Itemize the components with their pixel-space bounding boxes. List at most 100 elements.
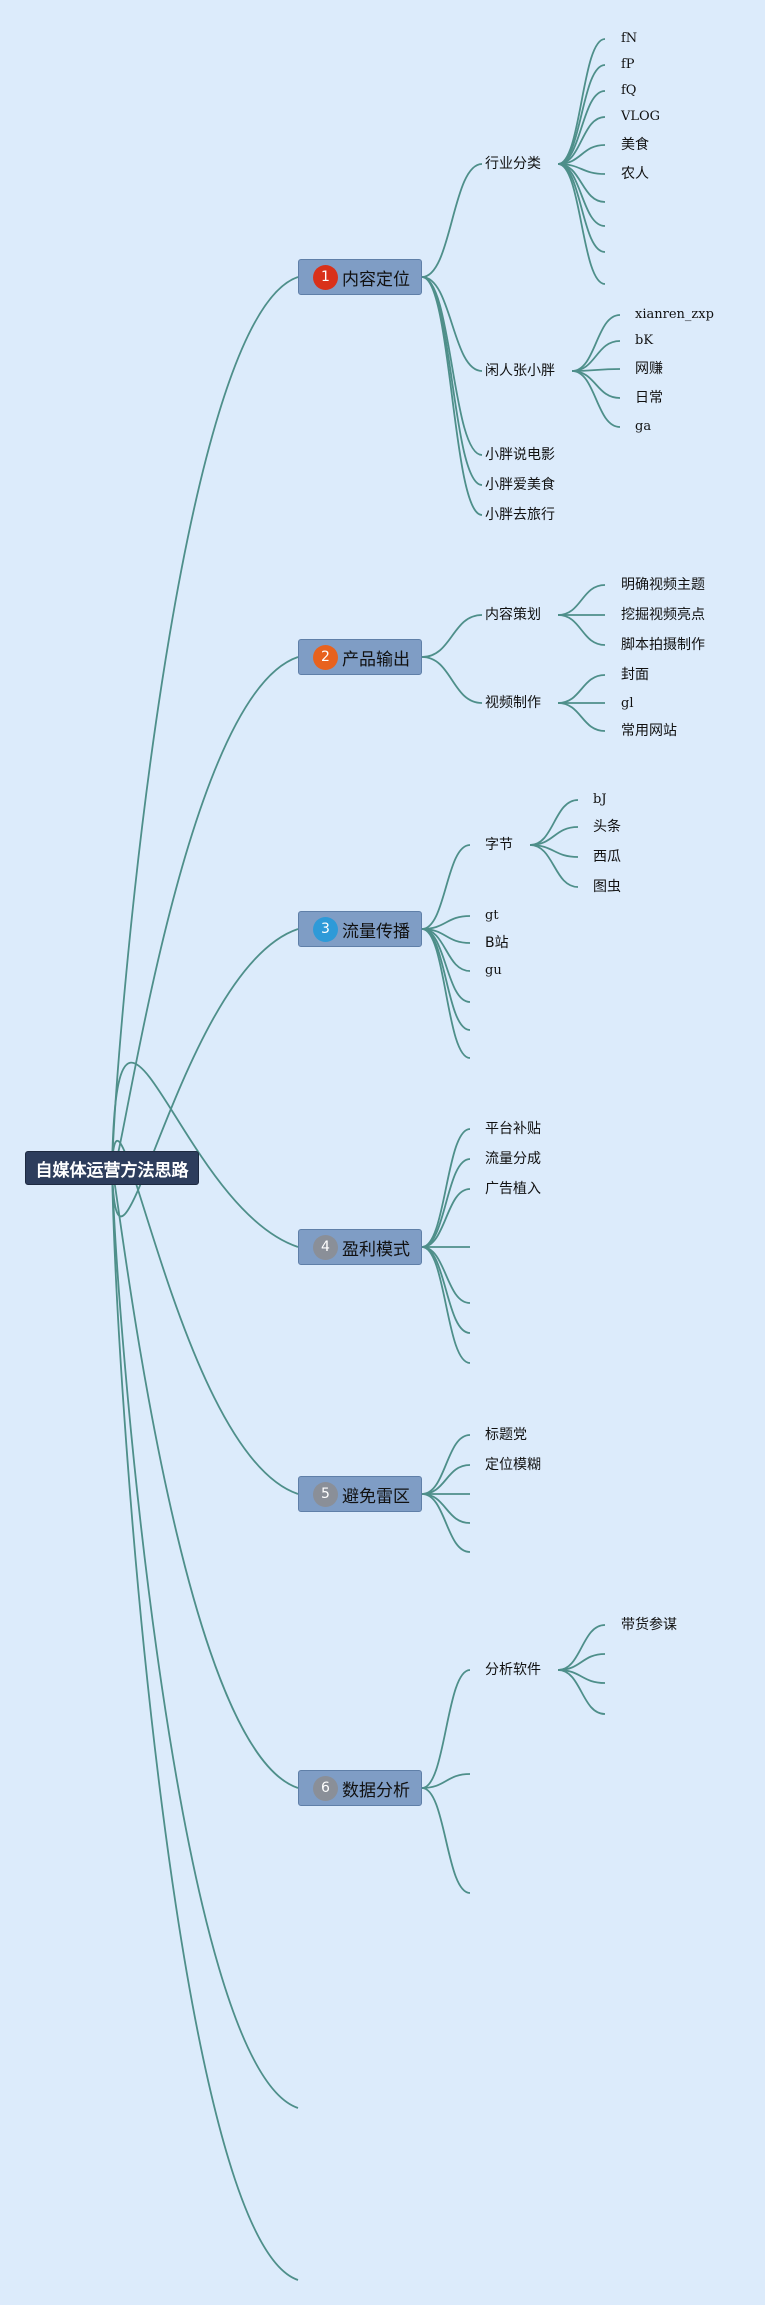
topic-zhang-xiaopang[interactable]: 闲人张小胖 xyxy=(485,363,555,379)
connector-line xyxy=(557,1669,606,1715)
leaf-item[interactable]: 明确视频主题 xyxy=(621,577,705,593)
connector-line xyxy=(557,702,606,732)
topic-content-planning[interactable]: 内容策划 xyxy=(485,607,541,623)
connector-line xyxy=(557,116,606,165)
topic-gt[interactable]: gt xyxy=(485,908,499,923)
connector-line xyxy=(421,656,483,704)
number-badge: 2 xyxy=(313,644,338,670)
leaf-item[interactable]: fQ xyxy=(621,83,637,98)
connector-line xyxy=(421,1188,471,1248)
branch-label: 避免雷区 xyxy=(342,1486,410,1507)
topic-video-production[interactable]: 视频制作 xyxy=(485,695,541,711)
branch-label: 盈利模式 xyxy=(342,1239,410,1260)
number-badge: 3 xyxy=(313,916,338,942)
leaf-item[interactable]: xianren_zxp xyxy=(635,307,714,322)
leaf-item[interactable]: bK xyxy=(635,333,654,348)
leaf-item[interactable]: 日常 xyxy=(635,390,663,406)
leaf-item[interactable]: VLOG xyxy=(621,109,661,124)
branch-content-positioning[interactable]: 1 内容定位 xyxy=(298,259,422,295)
connector-line xyxy=(421,1493,471,1524)
branch-label: 流量传播 xyxy=(342,921,410,942)
connector-line xyxy=(421,1464,471,1495)
topic-clickbait[interactable]: 标题党 xyxy=(485,1427,527,1443)
number-badge: 6 xyxy=(313,1775,338,1801)
branch-data-analysis[interactable]: 6 数据分析 xyxy=(298,1770,422,1806)
connector-line xyxy=(557,1624,606,1671)
topic-movie[interactable]: 小胖说电影 xyxy=(485,447,555,463)
connector-line xyxy=(421,276,483,516)
connector-line xyxy=(557,163,606,285)
connector-line xyxy=(421,1434,471,1495)
connector-line xyxy=(557,614,606,646)
topic-bilibili[interactable]: B站 xyxy=(485,935,509,951)
leaf-item[interactable]: 美食 xyxy=(621,137,649,153)
leaf-item[interactable]: 脚本拍摄制作 xyxy=(621,637,705,653)
branch-avoid-pitfalls[interactable]: 5 避免雷区 xyxy=(298,1476,422,1512)
connector-line xyxy=(421,614,483,658)
leaf-item[interactable]: 网赚 xyxy=(635,361,663,377)
branch-traffic-distribution[interactable]: 3 流量传播 xyxy=(298,911,422,947)
connector-line xyxy=(529,799,579,846)
leaf-item[interactable]: 封面 xyxy=(621,667,649,683)
leaf-item[interactable]: 头条 xyxy=(593,819,621,835)
leaf-item[interactable]: 西瓜 xyxy=(593,849,621,865)
root-connector xyxy=(111,1167,299,2281)
topic-gu[interactable]: gu xyxy=(485,963,502,978)
topic-bytedance[interactable]: 字节 xyxy=(485,837,513,853)
topic-analysis-software[interactable]: 分析软件 xyxy=(485,1662,541,1678)
leaf-item[interactable]: ga xyxy=(635,419,652,434)
leaf-item[interactable]: fP xyxy=(621,57,635,72)
leaf-item[interactable]: bJ xyxy=(593,792,607,807)
leaf-item[interactable]: fN xyxy=(621,31,638,46)
number-badge: 1 xyxy=(313,264,338,290)
branch-label: 产品输出 xyxy=(342,649,410,670)
connector-line xyxy=(557,674,606,704)
connector-line xyxy=(571,370,621,399)
connector-line xyxy=(421,1128,471,1248)
branch-product-output[interactable]: 2 产品输出 xyxy=(298,639,422,675)
root-connector xyxy=(111,1167,299,2109)
topic-industry-category[interactable]: 行业分类 xyxy=(485,156,541,172)
topic-platform-subsidy[interactable]: 平台补贴 xyxy=(485,1121,541,1137)
connector-line xyxy=(571,314,621,372)
root-topic[interactable]: 自媒体运营方法思路 xyxy=(25,1151,199,1185)
root-connector xyxy=(111,1061,299,1248)
connector-line xyxy=(421,1493,471,1553)
connector-line xyxy=(421,1246,471,1334)
leaf-item[interactable]: 图虫 xyxy=(593,879,621,895)
topic-ad-placement[interactable]: 广告植入 xyxy=(485,1181,541,1197)
branch-profit-model[interactable]: 4 盈利模式 xyxy=(298,1229,422,1265)
connector-line xyxy=(421,276,483,372)
connector-line xyxy=(529,826,579,846)
connector-line xyxy=(421,1246,471,1304)
connector-line xyxy=(421,1158,471,1248)
connector-line xyxy=(571,370,621,428)
leaf-item[interactable]: 带货参谋 xyxy=(621,1617,677,1633)
topic-traffic-share[interactable]: 流量分成 xyxy=(485,1151,541,1167)
connector-line xyxy=(421,928,471,1031)
number-badge: 5 xyxy=(313,1481,338,1507)
connector-line xyxy=(421,1246,471,1364)
connector-line xyxy=(421,1773,471,1789)
connector-line xyxy=(557,584,606,616)
leaf-item[interactable]: 常用网站 xyxy=(621,723,677,739)
root-connector xyxy=(111,276,299,1169)
connector-line xyxy=(529,844,579,888)
topic-vague-positioning[interactable]: 定位模糊 xyxy=(485,1457,541,1473)
leaf-item[interactable]: 挖掘视频亮点 xyxy=(621,607,705,623)
connector-line xyxy=(421,276,483,486)
connector-line xyxy=(421,163,483,278)
leaf-item[interactable]: 农人 xyxy=(621,166,649,182)
topic-travel[interactable]: 小胖去旅行 xyxy=(485,507,555,523)
leaf-item[interactable]: gl xyxy=(621,696,634,711)
connector-line xyxy=(571,340,621,372)
topic-food[interactable]: 小胖爱美食 xyxy=(485,477,555,493)
connector-line xyxy=(557,163,606,253)
branch-label: 数据分析 xyxy=(342,1780,410,1801)
number-badge: 4 xyxy=(313,1234,338,1260)
connector-line xyxy=(557,64,606,165)
root-connector xyxy=(111,1140,299,1495)
connector-line xyxy=(421,928,471,1059)
connector-line xyxy=(421,844,471,930)
